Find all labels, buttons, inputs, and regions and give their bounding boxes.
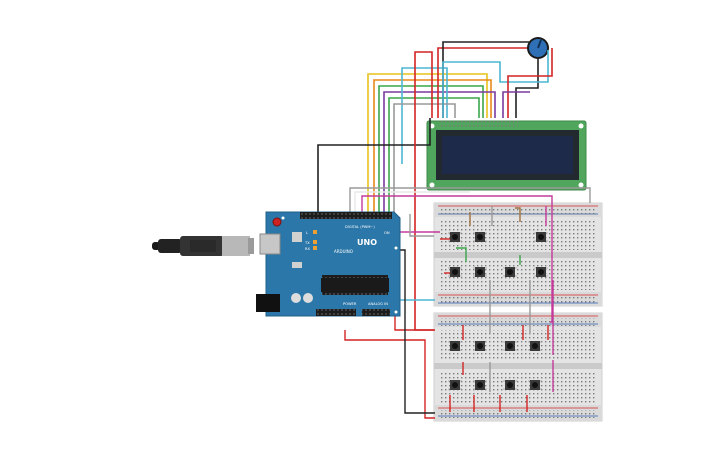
lcd-module (426, 120, 587, 191)
breadboard-top (433, 202, 603, 307)
led-l-label: L (306, 231, 308, 235)
pushbutton-icon[interactable] (448, 232, 462, 242)
potentiometer-icon[interactable] (527, 37, 549, 59)
pushbutton-icon[interactable] (503, 380, 517, 390)
led-tx-label: TX (304, 241, 310, 245)
pushbutton-icon[interactable] (534, 267, 548, 277)
pushbutton-icon[interactable] (448, 341, 462, 351)
pushbutton-grid (448, 232, 548, 390)
lcd-screen (442, 136, 573, 174)
pushbutton-icon[interactable] (473, 341, 487, 351)
digital-header (300, 212, 392, 219)
pushbutton-icon[interactable] (473, 267, 487, 277)
power-header-label: POWER (343, 302, 357, 306)
pushbutton-icon[interactable] (448, 380, 462, 390)
led-on-label: ON (384, 231, 390, 235)
analog-header-label: ANALOG IN (368, 302, 388, 306)
atmega-chip (321, 278, 389, 292)
usb-cable-icon[interactable] (152, 236, 254, 256)
breadboard-wiring (440, 206, 554, 412)
arduino-uno: UNO ARDUINO DIGITAL (PWM~) POWER ANALOG … (256, 211, 401, 317)
arduino-logo-text: ARDUINO (334, 249, 353, 254)
arduino-brand: UNO (357, 238, 377, 247)
pushbutton-icon[interactable] (503, 341, 517, 351)
power-header (316, 309, 356, 316)
reset-button[interactable] (272, 217, 282, 227)
pushbutton-icon[interactable] (534, 232, 548, 242)
pushbutton-icon[interactable] (528, 380, 542, 390)
led-rx-label: RX (305, 247, 310, 251)
wire-bundle-lcd (317, 67, 496, 214)
digital-header-label: DIGITAL (PWM~) (345, 225, 375, 229)
pushbutton-icon[interactable] (528, 341, 542, 351)
pushbutton-icon[interactable] (448, 267, 462, 277)
pushbutton-icon[interactable] (473, 380, 487, 390)
analog-header (362, 309, 390, 316)
pushbutton-icon[interactable] (473, 232, 487, 242)
breadboard-bottom (433, 312, 603, 422)
pushbutton-icon[interactable] (503, 267, 517, 277)
